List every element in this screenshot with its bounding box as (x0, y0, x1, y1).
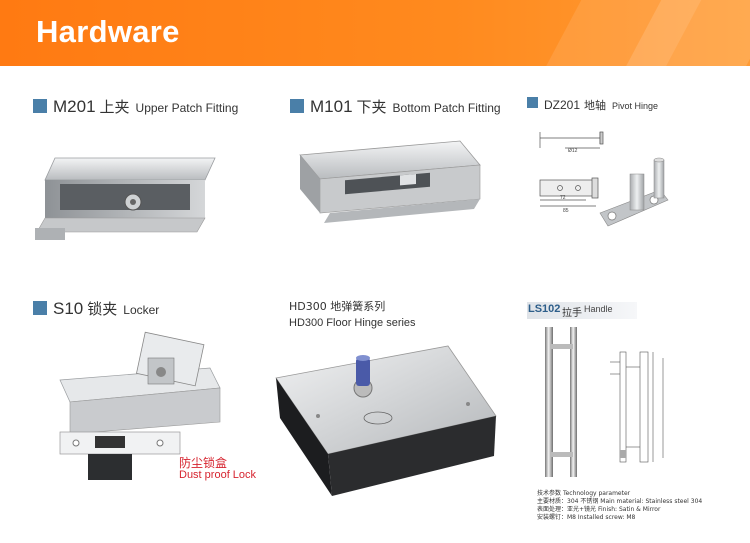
dz201-dim-text: Ø12 (568, 148, 578, 154)
spec-cn: 表面处理：亚光+镜光 (537, 506, 597, 513)
ls102-en: Handle (584, 304, 613, 314)
spec-cn: 主要材质：304 不锈钢 (537, 498, 599, 505)
m101-en: Bottom Patch Fitting (392, 101, 501, 115)
m201-cn: 上夹 (99, 98, 130, 116)
spec-line: 技术参数 Technology parameter (537, 488, 630, 497)
pivot-hinge-drawing: Ø12 72 85 (530, 118, 720, 248)
m101-cn: 下夹 (356, 98, 387, 116)
spec-cn: 安装螺钉：M8 (537, 514, 576, 521)
ls102-cn: 拉手 (562, 308, 582, 319)
upper-patch-fitting-image (25, 140, 230, 245)
dz201-dim-text: 85 (563, 208, 569, 214)
spec-line: 表面处理：亚光+镜光 Finish: Satin & Mirror (537, 504, 660, 513)
ls102-header-bar (527, 302, 637, 319)
dz201-dim-text: 72 (560, 195, 566, 201)
bottom-patch-fitting-image (290, 127, 490, 232)
spec-line: 安装螺钉：M8 Installed screw: M8 (537, 512, 635, 521)
s10-code: S10 (53, 299, 84, 318)
dz201-en: Pivot Hinge (612, 101, 659, 111)
dz201-code: DZ201 (544, 98, 581, 112)
hd300-title-en: HD300 Floor Hinge series (289, 317, 416, 329)
m201-code: M201 (53, 97, 96, 116)
locker-image (40, 330, 240, 490)
spec-en: Finish: Satin & Mirror (597, 506, 661, 513)
spec-line: 主要材质：304 不锈钢 Main material: Stainless st… (537, 496, 702, 505)
header-banner: Hardware (0, 0, 750, 66)
handle-image (535, 322, 715, 482)
square-bullet-icon (527, 97, 538, 109)
ls102-code: LS102 (528, 303, 561, 315)
hd300-label: HD300 地弹簧系列 HD300 Floor Hinge series (289, 299, 416, 331)
spec-en: Technology parameter (562, 490, 631, 497)
page-title: Hardware (36, 14, 180, 49)
hd300-title-cn: HD300 地弹簧系列 (289, 300, 386, 313)
spec-en: Main material: Stainless steel 304 (600, 498, 703, 505)
m101-code: M101 (310, 97, 353, 116)
square-bullet-icon (290, 98, 304, 113)
dust-lock-en: Dust proof Lock (179, 469, 257, 481)
square-bullet-icon (33, 300, 47, 315)
m201-en: Upper Patch Fitting (135, 101, 239, 115)
spec-en: Installed screw: M8 (577, 514, 636, 521)
s10-en: Locker (123, 303, 160, 317)
dust-lock-cn: 防尘锁盒 (179, 456, 228, 470)
spec-cn: 技术参数 (537, 490, 562, 497)
floor-hinge-image (258, 336, 518, 511)
s10-cn: 锁夹 (87, 300, 118, 318)
dz201-cn: 地轴 (584, 99, 607, 112)
square-bullet-icon (33, 98, 47, 113)
